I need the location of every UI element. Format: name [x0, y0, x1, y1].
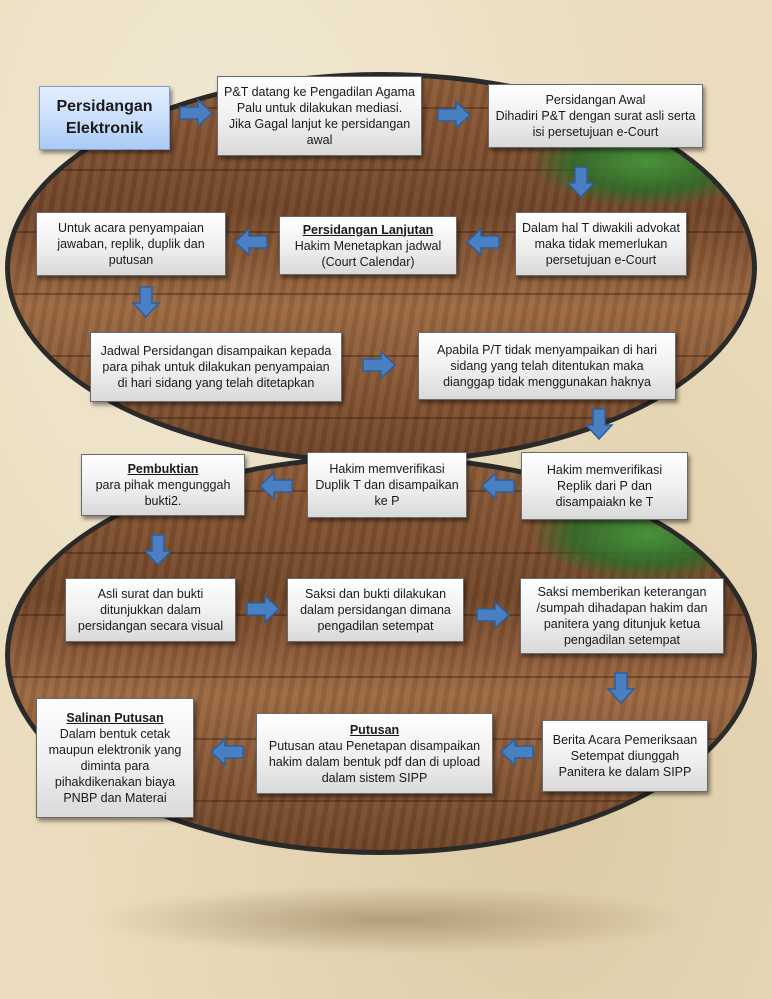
- arrow-down-icon: [143, 534, 173, 566]
- arrow-right-icon: [179, 98, 213, 128]
- arrow-right-icon: [246, 594, 280, 624]
- arrow-down-icon: [584, 408, 614, 440]
- step-tidak-menyampaikan: Apabila P/T tidak menyampaikan di hari s…: [418, 332, 676, 400]
- step-text: Saksi dan bukti dilakukan dalam persidan…: [300, 587, 451, 633]
- step-heading: Salinan Putusan: [66, 711, 164, 725]
- step-persidangan-lanjutan: Persidangan Lanjutan Hakim Menetapkan ja…: [279, 216, 457, 275]
- step-heading: Persidangan Lanjutan: [302, 222, 434, 237]
- step-salinan-putusan: Salinan Putusan Dalam bentuk cetak maupu…: [36, 698, 194, 818]
- step-text: P&T datang ke Pengadilan Agama Palu untu…: [224, 85, 415, 147]
- arrow-right-icon: [437, 100, 471, 130]
- arrow-left-icon: [210, 737, 244, 767]
- step-text: Persidangan Awal Dihadiri P&T dengan sur…: [495, 93, 696, 139]
- step-asli-surat: Asli surat dan bukti ditunjukkan dalam p…: [65, 578, 236, 642]
- arrow-down-icon: [131, 286, 161, 318]
- step-acara-penyampaian: Untuk acara penyampaian jawaban, replik,…: [36, 212, 226, 276]
- step-text: Apabila P/T tidak menyampaikan di hari s…: [436, 343, 658, 389]
- step-saksi-bukti: Saksi dan bukti dilakukan dalam persidan…: [287, 578, 464, 642]
- step-pembuktian: Pembuktian para pihak mengunggah bukti2.: [81, 454, 245, 516]
- step-jadwal-persidangan: Jadwal Persidangan disampaikan kepada pa…: [90, 332, 342, 402]
- step-saksi-keterangan: Saksi memberikan keterangan /sumpah diha…: [520, 578, 724, 654]
- step-text: Berita Acara Pemeriksaan Setempat diungg…: [552, 733, 698, 779]
- step-text: Jadwal Persidangan disampaikan kepada pa…: [100, 344, 332, 390]
- arrow-down-icon: [566, 166, 596, 198]
- step-text: Hakim memverifikasi Replik dari P dan di…: [546, 463, 663, 509]
- diagram-title-text: Persidangan Elektronik: [56, 98, 153, 137]
- step-text: Untuk acara penyampaian jawaban, replik,…: [57, 221, 205, 267]
- arrow-left-icon: [500, 737, 534, 767]
- step-text: Hakim memverifikasi Duplik T dan disampa…: [315, 462, 459, 508]
- arrow-down-icon: [606, 672, 636, 704]
- arrow-right-icon: [476, 600, 510, 630]
- step-text: Hakim Menetapkan jadwal (Court Calendar): [294, 238, 442, 269]
- step-persidangan-awal: Persidangan Awal Dihadiri P&T dengan sur…: [488, 84, 703, 148]
- diagram-title: Persidangan Elektronik: [39, 86, 170, 150]
- step-verifikasi-duplik: Hakim memverifikasi Duplik T dan disampa…: [307, 452, 467, 518]
- arrow-left-icon: [466, 227, 500, 257]
- arrow-right-icon: [362, 350, 396, 380]
- step-text: Saksi memberikan keterangan /sumpah diha…: [536, 585, 708, 647]
- arrow-left-icon: [481, 471, 515, 501]
- step-advokat: Dalam hal T diwakili advokat maka tidak …: [515, 212, 687, 276]
- step-putusan: Putusan Putusan atau Penetapan disampaik…: [256, 713, 493, 794]
- step-mediasi: P&T datang ke Pengadilan Agama Palu untu…: [217, 76, 422, 156]
- step-text: Dalam hal T diwakili advokat maka tidak …: [522, 221, 680, 267]
- floor-shadow: [90, 885, 690, 955]
- step-text: Asli surat dan bukti ditunjukkan dalam p…: [77, 587, 224, 633]
- step-text: para pihak mengunggah bukti2.: [95, 478, 231, 508]
- arrow-left-icon: [234, 227, 268, 257]
- step-text: Putusan atau Penetapan disampaikan hakim…: [268, 738, 481, 785]
- arrow-left-icon: [259, 471, 293, 501]
- step-heading: Pembuktian: [127, 462, 199, 476]
- step-heading: Putusan: [349, 722, 400, 737]
- step-berita-acara: Berita Acara Pemeriksaan Setempat diungg…: [542, 720, 708, 792]
- step-text: Dalam bentuk cetak maupun elektronik yan…: [48, 727, 182, 805]
- step-verifikasi-replik: Hakim memverifikasi Replik dari P dan di…: [521, 452, 688, 520]
